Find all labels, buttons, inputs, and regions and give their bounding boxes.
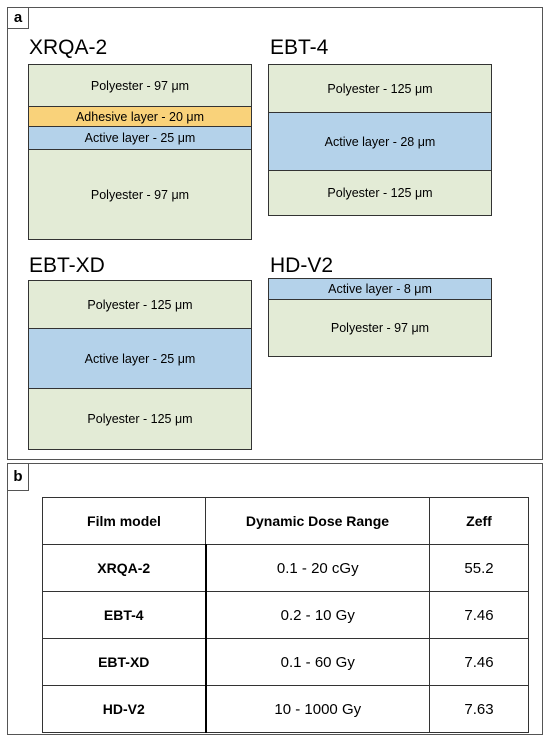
table-row: HD-V2 10 - 1000 Gy 7.63 (42, 685, 529, 733)
film-title-hdv2: HD-V2 (270, 254, 334, 277)
layer-active: Active layer - 28 μm (269, 113, 491, 171)
cell-model: XRQA-2 (42, 544, 206, 592)
film-title-xrqa2: XRQA-2 (29, 36, 108, 59)
table-header-row: Film model Dynamic Dose Range Zeff (42, 497, 529, 545)
film-stack-ebtxd: Polyester - 125 μm Active layer - 25 μm … (28, 280, 252, 450)
cell-zeff: 55.2 (429, 544, 529, 592)
cell-range: 0.1 - 60 Gy (204, 638, 430, 686)
table-row: EBT-XD 0.1 - 60 Gy 7.46 (42, 638, 529, 686)
layer-polyester-top: Polyester - 125 μm (29, 281, 251, 329)
header-dose-range: Dynamic Dose Range (205, 497, 430, 545)
panel-b-label: b (8, 464, 29, 491)
cell-range: 0.1 - 20 cGy (204, 544, 430, 592)
layer-active: Active layer - 8 μm (269, 279, 491, 300)
layer-polyester-top: Polyester - 97 μm (29, 65, 251, 107)
cell-model: EBT-XD (42, 638, 206, 686)
layer-adhesive: Adhesive layer - 20 μm (29, 107, 251, 127)
cell-range: 0.2 - 10 Gy (204, 591, 430, 639)
film-stack-ebt4: Polyester - 125 μm Active layer - 28 μm … (268, 64, 492, 216)
cell-zeff: 7.46 (429, 638, 529, 686)
film-properties-table: Film model Dynamic Dose Range Zeff XRQA-… (42, 497, 529, 733)
panel-a-label: a (8, 8, 29, 29)
table-row: XRQA-2 0.1 - 20 cGy 55.2 (42, 544, 529, 592)
cell-zeff: 7.63 (429, 685, 529, 733)
header-zeff: Zeff (429, 497, 529, 545)
layer-polyester-bottom: Polyester - 125 μm (269, 171, 491, 215)
film-title-ebtxd: EBT-XD (29, 254, 105, 277)
cell-zeff: 7.46 (429, 591, 529, 639)
panel-a: a XRQA-2 Polyester - 97 μm Adhesive laye… (7, 7, 543, 460)
layer-polyester-top: Polyester - 125 μm (269, 65, 491, 113)
cell-range: 10 - 1000 Gy (204, 685, 430, 733)
header-film-model: Film model (42, 497, 206, 545)
film-stack-hdv2: Active layer - 8 μm Polyester - 97 μm (268, 278, 492, 357)
film-stack-xrqa2: Polyester - 97 μm Adhesive layer - 20 μm… (28, 64, 252, 240)
cell-model: EBT-4 (42, 591, 206, 639)
table-row: EBT-4 0.2 - 10 Gy 7.46 (42, 591, 529, 639)
layer-polyester-bottom: Polyester - 125 μm (29, 389, 251, 449)
cell-model: HD-V2 (42, 685, 206, 733)
layer-polyester: Polyester - 97 μm (269, 300, 491, 356)
layer-polyester-bottom: Polyester - 97 μm (29, 150, 251, 239)
layer-active: Active layer - 25 μm (29, 329, 251, 389)
layer-active: Active layer - 25 μm (29, 127, 251, 150)
film-title-ebt4: EBT-4 (270, 36, 329, 59)
